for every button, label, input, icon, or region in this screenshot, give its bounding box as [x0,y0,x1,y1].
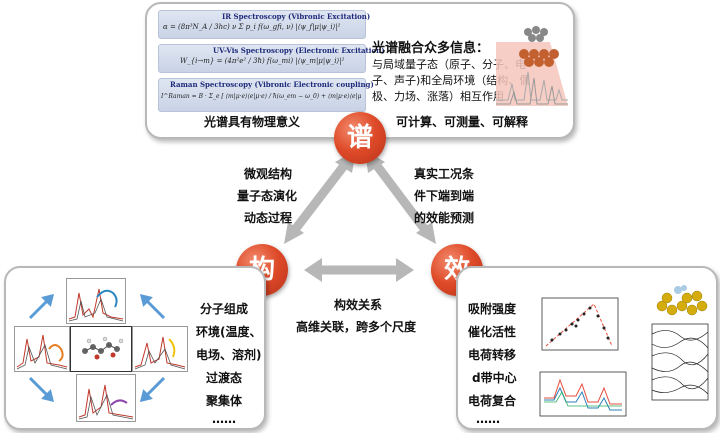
effect-item-1: 吸附强度 [468,302,517,316]
effect-item-3: 电荷转移 [468,348,517,362]
bottom-edge-line-2: 高维关联，跨多个尺度 [296,320,417,334]
left-edge-line-3: 动态过程 [244,211,293,225]
spectrum-illustration [496,26,568,106]
node-spectrum: 谱 [334,112,386,164]
spectrum-plot-right [132,326,188,372]
uvvis-equation-label: UV-Vis Spectroscopy (Electronic Excitati… [213,46,385,55]
volcano-plot [536,294,622,356]
bottom-double-arrow [304,258,414,282]
spectrum-plot-left [14,326,70,372]
structure-item-3: 电场、溶剂) [196,348,262,362]
left-edge-line-2: 量子态演化 [237,189,298,203]
structure-item-5: 聚集体 [206,394,243,408]
raman-equation-box [158,78,366,112]
structure-item-1: 分子组成 [200,302,249,316]
computable-label: 可计算、可测量、可解释 [396,115,529,129]
energy-profile-plot [534,368,630,424]
right-edge-line-3: 的效能预测 [414,211,475,225]
raman-equation: I^Raman = B · Σ_e [ ⟨m|μ·e⟩⟨e|μ·e⟩ / ħ(ω… [161,93,361,100]
effect-item-2: 催化活性 [468,325,517,339]
uvvis-equation: W_{i→m} = (4π²e² / 3ħ) f(ω_mi) |⟨ψ_m|μ|ψ… [180,57,345,65]
info-line-1: 与局域量子态（原子、分子、电 [372,58,526,71]
uvvis-equation-box [158,44,366,73]
structure-item-2: 环境(温度、 [196,325,262,339]
effect-item-5: 电荷复合 [468,394,517,408]
effect-item-4: d带中心 [472,371,517,385]
raman-equation-label: Raman Spectroscopy (Vibronic Electronic … [170,80,374,89]
spectrum-plot-bottom [76,374,136,422]
physical-meaning-label: 光谱具有物理意义 [204,115,301,129]
effect-item-6: …… [476,412,500,426]
info-line-2: 子、声子)和全局环境（结构、偶 [372,74,531,87]
structure-item-4: 过渡态 [206,371,243,385]
ir-equation: α = (8π³N_A / 3hc) ν Σ p_i f(ω_gfi, ν) |… [163,23,341,31]
right-edge-line-1: 真实工况条 [414,167,475,181]
ir-equation-box [158,10,366,39]
info-line-3: 极、力场、涨落）相互作用 [372,90,504,103]
left-edge-line-1: 微观结构 [244,167,293,181]
spectrum-plot-top [66,278,126,324]
ir-equation-label: IR Spectroscopy (Vibronic Excitation) [222,12,371,21]
molecule-image [70,326,132,372]
right-edge-line-2: 件下端到端 [414,189,475,203]
band-structure-plot [648,322,710,402]
info-title: 光谱融合众多信息： [372,41,490,56]
structure-arrows [28,293,166,403]
bottom-edge-line-1: 构效关系 [334,298,383,312]
catalyst-cluster-illustration [656,285,708,316]
structure-item-6: …… [212,412,236,426]
